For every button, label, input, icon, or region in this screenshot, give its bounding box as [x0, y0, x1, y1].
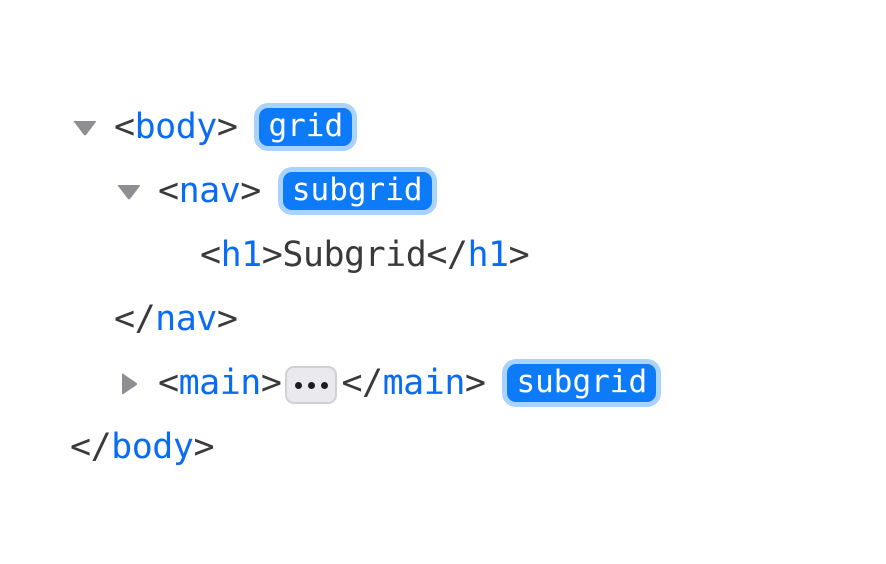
tag-close-bracket: > [260, 362, 282, 403]
tag-name: body [134, 106, 218, 147]
tag-close-bracket: > [464, 362, 486, 403]
dom-node-row-body-close[interactable]: </body> [0, 415, 886, 479]
dom-tag-nav-close[interactable]: </nav> [114, 298, 238, 339]
tag-open-bracket: </ [70, 426, 112, 467]
tag-close-bracket: > [261, 234, 283, 275]
tag-close-bracket: > [240, 170, 261, 211]
dom-node-row-h1[interactable]: <h1> Subgrid </h1> [0, 223, 886, 287]
tag-name: main [178, 362, 262, 403]
dom-tag-body-close[interactable]: </body> [70, 426, 215, 467]
tag-open-bracket: </ [114, 298, 156, 339]
tag-close-bracket: > [216, 106, 238, 147]
dom-node-row-body-open[interactable]: <body> grid [0, 95, 886, 159]
dom-inspector-tree: <body> grid <nav> subgrid <h1> Subgrid <… [0, 95, 886, 479]
ellipsis-dot-icon [320, 381, 328, 389]
tag-name: nav [178, 170, 241, 211]
dom-tag-main-open[interactable]: <main> [158, 362, 282, 403]
subgrid-badge[interactable]: subgrid [282, 171, 432, 211]
ellipsis-dot-icon [294, 381, 302, 389]
ellipsis-dot-icon [307, 381, 315, 389]
grid-badge[interactable]: grid [259, 107, 353, 147]
tag-close-bracket: > [508, 234, 530, 275]
dom-tag-h1-close[interactable]: </h1> [426, 234, 530, 275]
dom-tag-body-open[interactable]: <body> [114, 106, 238, 147]
triangle-down-icon[interactable] [114, 177, 144, 207]
tag-name: h1 [220, 234, 263, 275]
triangle-down-icon[interactable] [70, 113, 100, 143]
tag-open-bracket: < [200, 234, 221, 275]
tag-open-bracket: </ [426, 234, 468, 275]
tag-open-bracket: < [114, 106, 135, 147]
dom-node-row-nav-open[interactable]: <nav> subgrid [0, 159, 886, 223]
tag-open-bracket: < [158, 362, 179, 403]
triangle-right-icon[interactable] [114, 369, 144, 399]
tag-name: h1 [467, 234, 509, 275]
subgrid-badge[interactable]: subgrid [507, 363, 657, 403]
tag-name: nav [155, 298, 217, 339]
expand-children-ellipsis-button[interactable] [285, 366, 338, 404]
dom-tag-nav-open[interactable]: <nav> [158, 170, 261, 211]
dom-node-row-main[interactable]: <main> </main> subgrid [0, 351, 886, 415]
tag-open-bracket: </ [341, 362, 383, 403]
dom-tag-main-close[interactable]: </main> [341, 362, 486, 403]
tag-name: main [382, 362, 466, 403]
dom-text-node-h1[interactable]: Subgrid [282, 234, 427, 275]
dom-node-row-nav-close[interactable]: </nav> [0, 287, 886, 351]
tag-name: body [111, 426, 194, 467]
tag-close-bracket: > [193, 426, 215, 467]
tag-close-bracket: > [216, 298, 238, 339]
dom-tag-h1-open[interactable]: <h1> [200, 234, 283, 275]
tag-open-bracket: < [158, 170, 179, 211]
